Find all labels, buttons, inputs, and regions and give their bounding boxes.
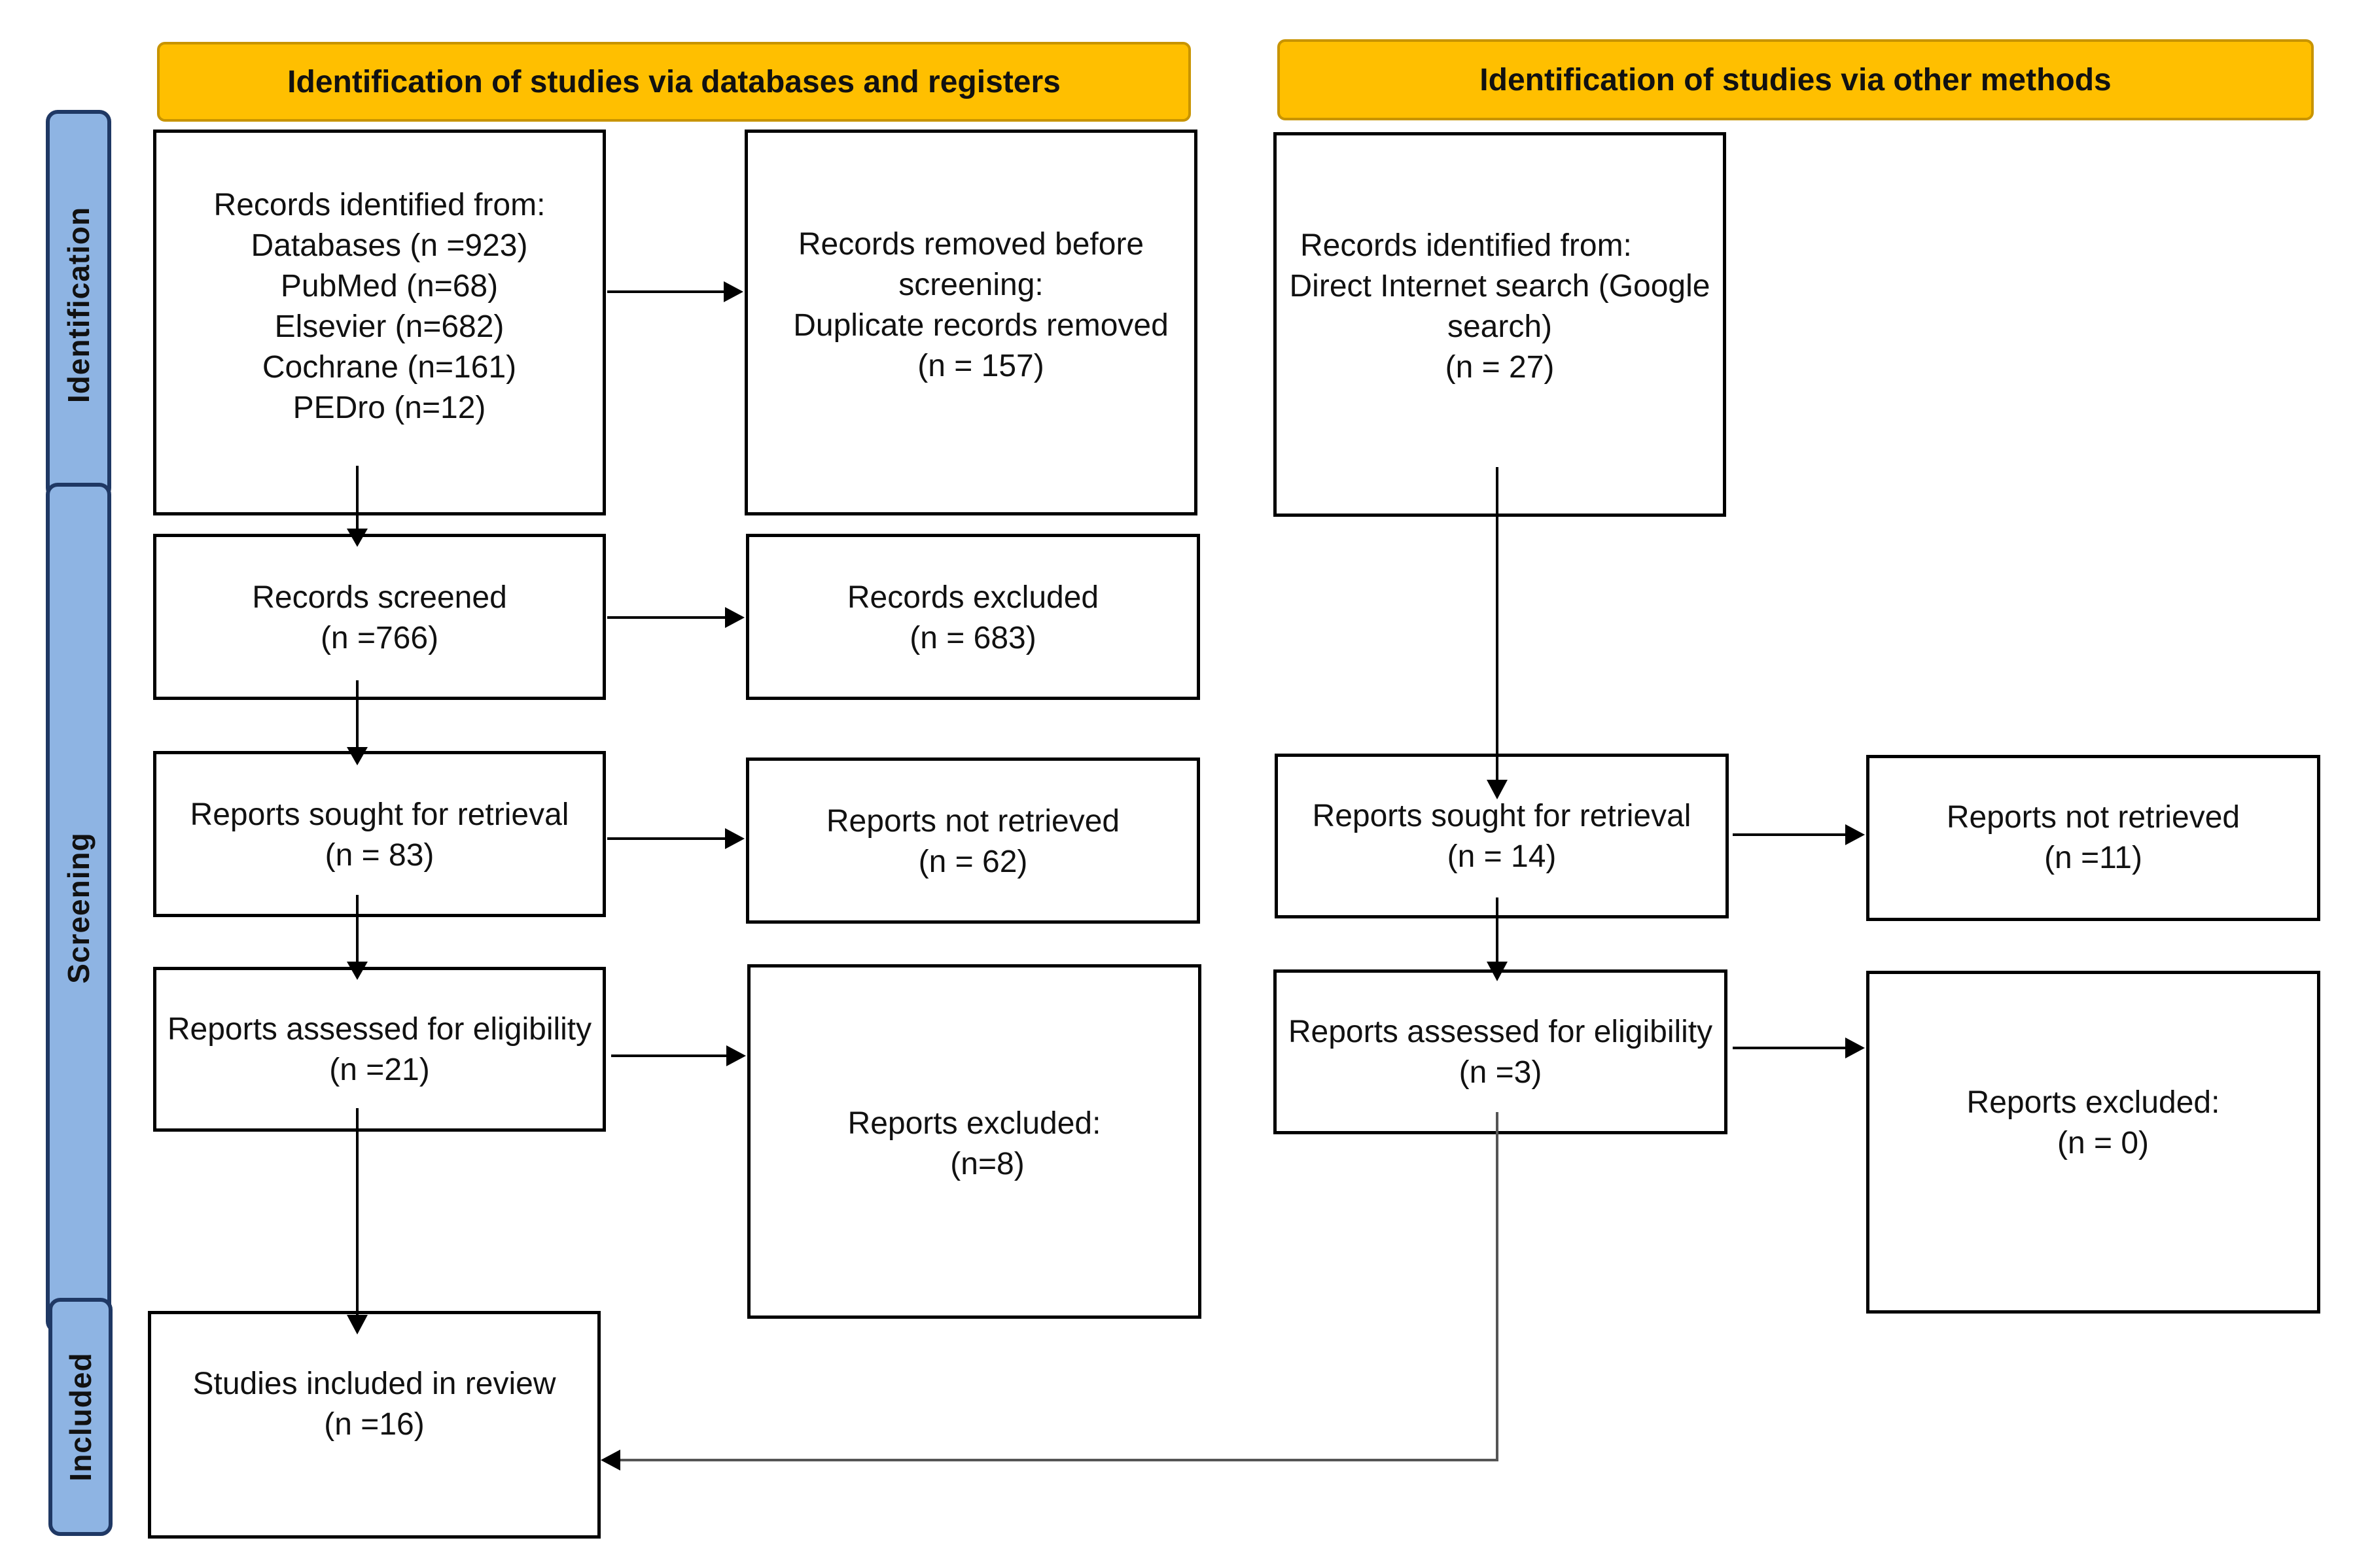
db-not-retrieved-label: Reports not retrieved [826,804,1120,839]
other-not-retrieved-count: (n =11) [2044,841,2142,875]
db-identified-pedro: PEDro (n=12) [292,391,486,425]
db-assessed-label: Reports assessed for eligibility [167,1012,592,1047]
db-screened-label: Records screened [252,580,507,615]
db-assessed-count: (n =21) [329,1053,430,1087]
db-identified-databases: Databases (n =923) [251,228,528,263]
arrowhead-other-assessed-to-excluded [1845,1037,1865,1058]
db-identified-title: Records identified from: [213,188,546,222]
db-reports-excluded-count: (n=8) [950,1147,1025,1181]
phase-screening: Screening [46,483,111,1333]
other-reports-not-retrieved-box: Reports not retrieved (n =11) [1866,755,2320,921]
phase-included-label: Included [63,1352,97,1482]
db-reports-sought-box: Reports sought for retrieval (n = 83) [153,751,606,917]
other-identified-line1: Direct Internet search (Google [1289,269,1710,304]
db-excluded-count: (n = 683) [910,621,1036,655]
other-sought-count: (n = 14) [1447,839,1557,874]
db-identified-elsevier: Elsevier (n=682) [274,309,504,344]
db-removed-line1: Records removed before [798,227,1144,262]
header-other-methods: Identification of studies via other meth… [1277,39,2314,120]
studies-included-box: Studies included in review (n =16) [148,1311,601,1539]
header-databases-label: Identification of studies via databases … [287,64,1061,99]
other-records-identified-box: Records identified from: Direct Internet… [1273,132,1726,517]
db-removed-line2: screening: [898,268,1044,302]
other-identified-count: (n = 27) [1445,350,1555,385]
db-records-removed-box: Records removed before screening: Duplic… [745,130,1197,515]
other-not-retrieved-label: Reports not retrieved [1946,800,2240,835]
db-reports-excluded-label: Reports excluded: [847,1106,1101,1141]
arrowhead-identified-to-removed [724,281,743,302]
other-reports-sought-box: Reports sought for retrieval (n = 14) [1275,754,1729,918]
db-records-screened-box: Records screened (n =766) [153,534,606,700]
db-excluded-label: Records excluded [847,580,1099,615]
db-reports-assessed-box: Reports assessed for eligibility (n =21) [153,967,606,1132]
db-removed-line3: Duplicate records removed [793,308,1169,343]
header-other-label: Identification of studies via other meth… [1479,62,2112,97]
included-count: (n =16) [324,1407,425,1442]
arrowhead-assessed-to-excluded [726,1045,746,1066]
db-reports-not-retrieved-box: Reports not retrieved (n = 62) [746,758,1200,924]
other-reports-excluded-count: (n = 0) [2057,1126,2150,1160]
phase-included: Included [48,1298,113,1536]
phase-screening-label: Screening [62,832,96,984]
other-reports-excluded-box: Reports excluded: (n = 0) [1866,971,2320,1314]
db-identified-cochrane: Cochrane (n=161) [262,350,517,385]
db-sought-count: (n = 83) [325,838,434,873]
arrowhead-other-sought-to-not-retrieved [1845,824,1865,845]
other-reports-excluded-label: Reports excluded: [1966,1085,2220,1120]
other-sought-label: Reports sought for retrieval [1312,799,1691,833]
other-assessed-count: (n =3) [1459,1055,1542,1090]
phase-identification: Identification [46,110,111,500]
other-assessed-label: Reports assessed for eligibility [1288,1015,1713,1049]
included-label: Studies included in review [192,1367,556,1401]
db-removed-count: (n = 157) [917,349,1044,383]
db-records-excluded-box: Records excluded (n = 683) [746,534,1200,700]
phase-identification-label: Identification [62,206,96,404]
other-identified-line2: search) [1447,309,1553,344]
arrowhead-screened-to-excluded [725,607,745,628]
db-records-identified-box: Records identified from: Databases (n =9… [153,130,606,515]
db-identified-pubmed: PubMed (n=68) [280,269,499,304]
db-reports-excluded-box: Reports excluded: (n=8) [747,964,1201,1319]
db-sought-label: Reports sought for retrieval [190,797,569,832]
other-reports-assessed-box: Reports assessed for eligibility (n =3) [1273,969,1727,1134]
header-databases-registers: Identification of studies via databases … [157,42,1191,122]
arrowhead-sought-to-not-retrieved [725,828,745,849]
arrowhead-other-assessed-to-included [601,1450,620,1471]
other-identified-title: Records identified from: [1300,228,1632,263]
db-screened-count: (n =766) [320,621,439,655]
db-not-retrieved-count: (n = 62) [918,845,1028,879]
